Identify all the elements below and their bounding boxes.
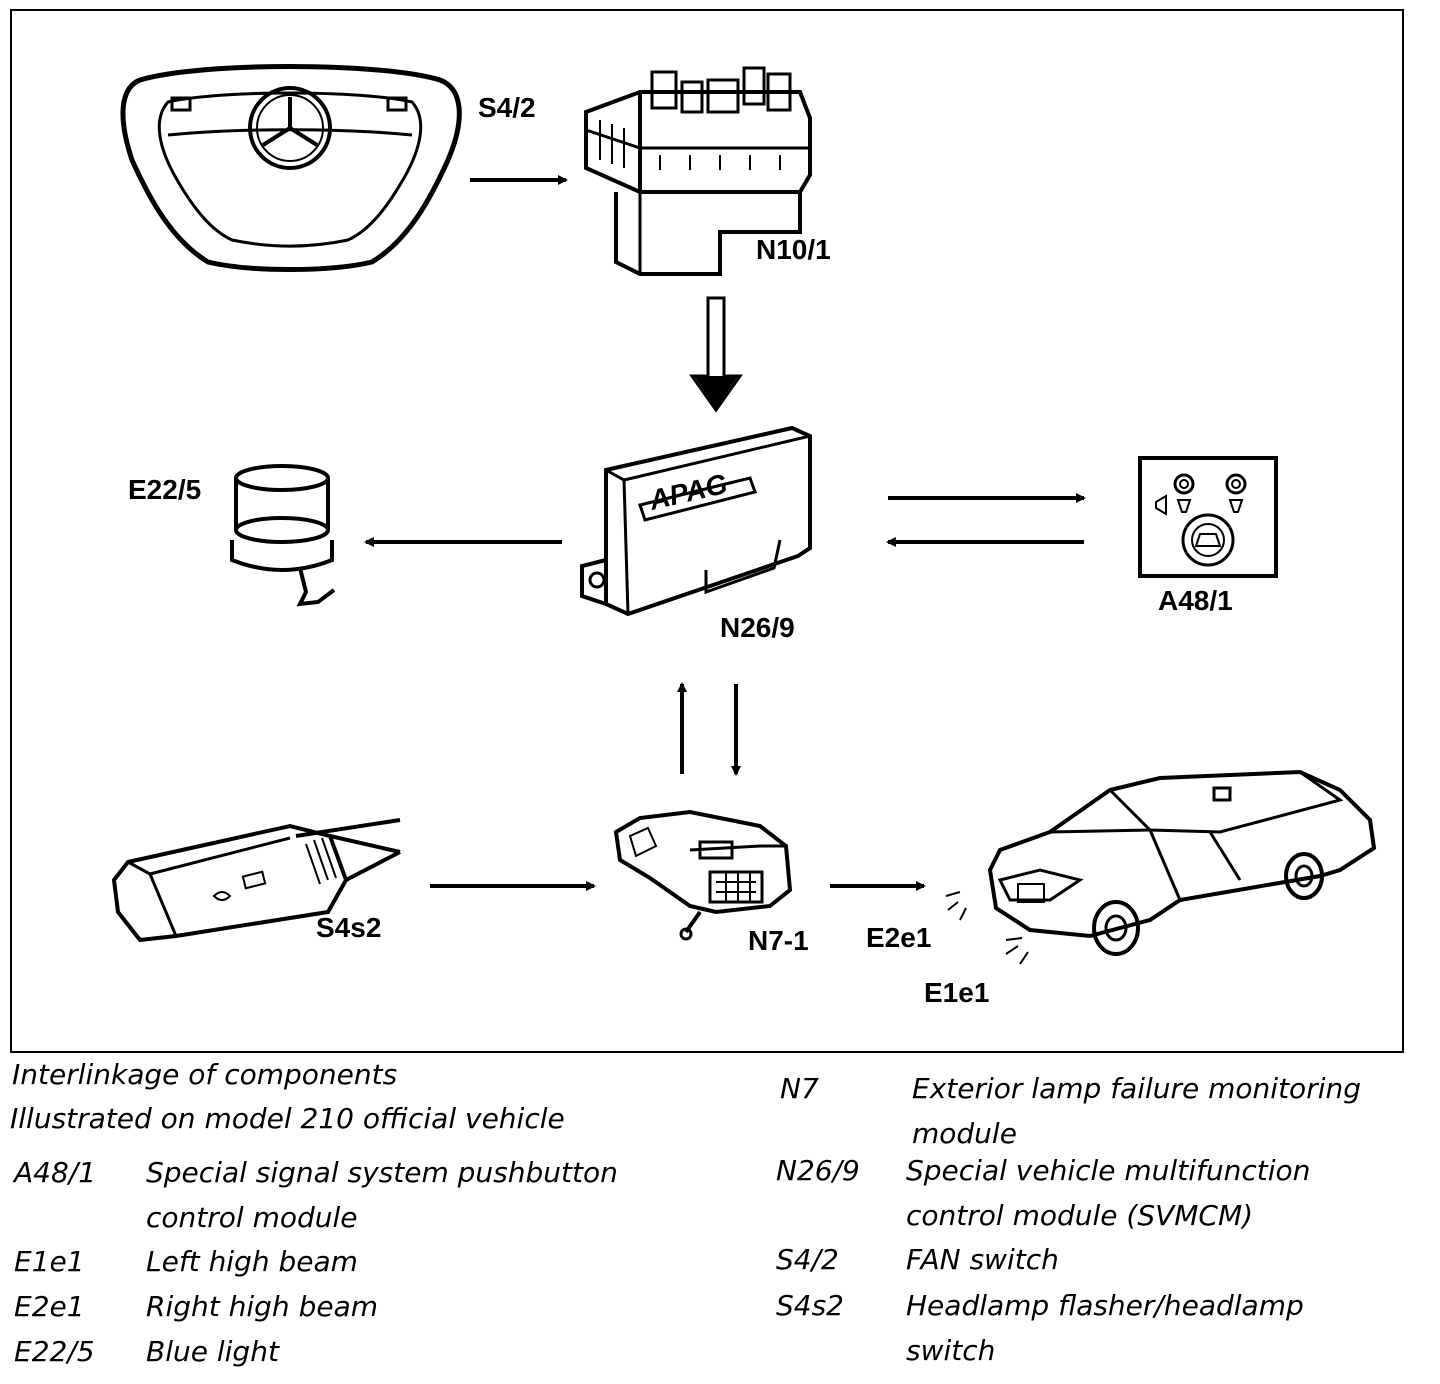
legend-desc: Right high beam — [146, 1290, 379, 1323]
stalk-switch-illustration — [111, 818, 401, 943]
label-n7-1: N7-1 — [748, 925, 809, 956]
legend-subtitle: Illustrated on model 210 official vehicl… — [10, 1102, 565, 1135]
legend-desc: Left high beam — [146, 1245, 358, 1278]
legend-key: S4/2 — [776, 1243, 839, 1276]
label-e22-5: E22/5 — [128, 474, 201, 505]
legend-key: N26/9 — [776, 1154, 860, 1187]
blue-light-illustration — [230, 464, 336, 607]
label-s4s2: S4s2 — [316, 912, 381, 943]
legend-key: E22/5 — [14, 1335, 95, 1368]
legend-desc: FAN switch — [906, 1243, 1059, 1276]
legend-title: Interlinkage of components — [12, 1058, 398, 1091]
diagram-frame — [10, 9, 1404, 1053]
legend-desc: Special vehicle multifunction — [906, 1154, 1311, 1187]
label-a48-1: A48/1 — [1158, 585, 1233, 616]
legend-key: E2e1 — [14, 1290, 85, 1323]
legend-desc: Blue light — [146, 1335, 279, 1368]
legend-desc: Exterior lamp failure monitoring — [912, 1072, 1361, 1105]
legend-key: N7 — [780, 1072, 819, 1105]
legend-desc: Headlamp flasher/headlamp — [906, 1289, 1304, 1322]
vehicle-illustration — [945, 769, 1377, 965]
legend-key: E1e1 — [14, 1245, 85, 1278]
label-e1e1: E1e1 — [924, 977, 989, 1008]
legend-desc: Special signal system pushbutton — [146, 1156, 618, 1189]
legend-desc: control module (SVMCM) — [906, 1199, 1254, 1232]
relay-module-illustration — [584, 66, 812, 276]
steering-pad-illustration — [120, 64, 462, 272]
legend-desc: control module — [146, 1201, 358, 1234]
legend-key: S4s2 — [776, 1289, 844, 1322]
label-n10-1: N10/1 — [756, 234, 831, 265]
lamp-monitor-module-illustration — [613, 809, 793, 941]
legend-desc: switch — [906, 1334, 996, 1367]
arrow-n10-1-to-n26-9 — [689, 296, 743, 413]
legend-key: A48/1 — [14, 1156, 97, 1189]
label-n26-9: N26/9 — [720, 612, 795, 643]
svmcm-module-illustration — [580, 425, 812, 617]
label-s4-2: S4/2 — [478, 92, 536, 123]
label-e2e1: E2e1 — [866, 922, 931, 953]
pushbutton-panel-illustration — [1138, 456, 1278, 578]
legend-desc: module — [912, 1117, 1017, 1150]
